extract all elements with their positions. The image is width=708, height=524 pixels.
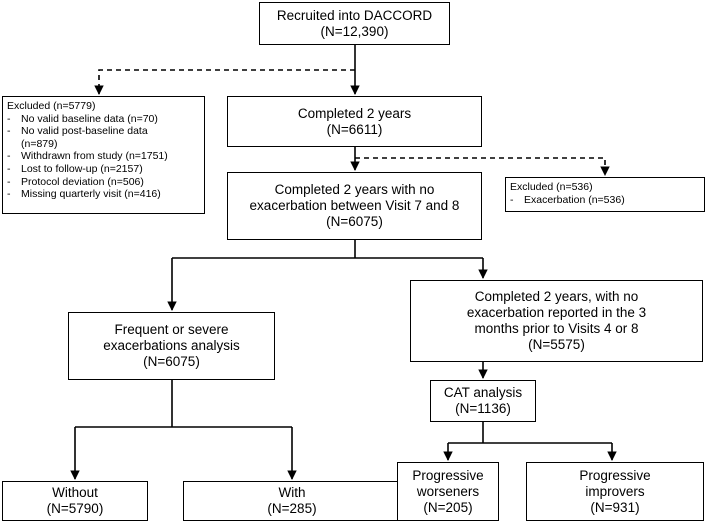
bullet-dash: - (510, 193, 514, 206)
bullet-dash: - (7, 188, 11, 201)
completed-2-years-box: Completed 2 years (N=6611) (227, 96, 482, 147)
excluded-1-item-text: Protocol deviation (n=506) (21, 175, 144, 188)
dashed-arrow-excluded-2 (355, 157, 610, 176)
excluded-1-item: -No valid baseline data (n=70) (7, 113, 200, 126)
frequent-severe-analysis-box: Frequent or severe exacerbations analysi… (68, 312, 275, 380)
excluded-1-item-text: No valid post-baseline data (n=879) (21, 125, 148, 150)
excluded-1-item-text: Lost to follow-up (n=2157) (21, 162, 143, 175)
bullet-dash: - (7, 150, 11, 163)
bullet-dash: - (7, 125, 11, 138)
progressive-improvers-box: Progressive improvers (N=931) (526, 462, 704, 521)
excluded-1-list: -No valid baseline data (n=70) -No valid… (7, 113, 200, 201)
excluded-1-item: -No valid post-baseline data (n=879) (7, 125, 200, 150)
excluded-2-list: -Exacerbation (n=536) (510, 194, 700, 207)
excluded-2-item-text: Exacerbation (n=536) (524, 193, 625, 206)
excluded-1-item: -Protocol deviation (n=506) (7, 176, 200, 189)
excluded-box-1: Excluded (n=5779) -No valid baseline dat… (2, 96, 205, 214)
excluded-1-item-text: Withdrawn from study (n=1751) (21, 150, 168, 163)
excluded-2-item: -Exacerbation (n=536) (510, 194, 700, 207)
without-box: Without (N=5790) (2, 481, 148, 521)
excluded-1-item: -Withdrawn from study (n=1751) (7, 150, 200, 163)
excluded-1-item: -Lost to follow-up (n=2157) (7, 163, 200, 176)
excluded-1-item: -Missing quarterly visit (n=416) (7, 188, 200, 201)
no-exacerbation-visits-4-8-box: Completed 2 years, with no exacerbation … (410, 280, 703, 362)
excluded-box-2: Excluded (n=536) -Exacerbation (n=536) (505, 177, 705, 212)
cat-analysis-box: CAT analysis (N=1136) (430, 380, 536, 422)
bullet-dash: - (7, 112, 11, 125)
bullet-dash: - (7, 162, 11, 175)
excluded-1-item-text: No valid baseline data (n=70) (21, 112, 158, 125)
excluded-2-title: Excluded (n=536) (510, 181, 593, 193)
excluded-1-title: Excluded (n=5779) (7, 100, 96, 112)
excluded-1-item-text: Missing quarterly visit (n=416) (21, 188, 161, 201)
with-box: With (N=285) (183, 481, 401, 521)
recruited-box: Recruited into DACCORD (N=12,390) (259, 2, 450, 45)
bullet-dash: - (7, 175, 11, 188)
no-exacerbation-visit-7-8-box: Completed 2 years with no exacerbation b… (227, 172, 482, 240)
dashed-arrow-excluded-1 (94, 69, 355, 95)
progressive-worseners-box: Progressive worseners (N=205) (397, 462, 499, 521)
